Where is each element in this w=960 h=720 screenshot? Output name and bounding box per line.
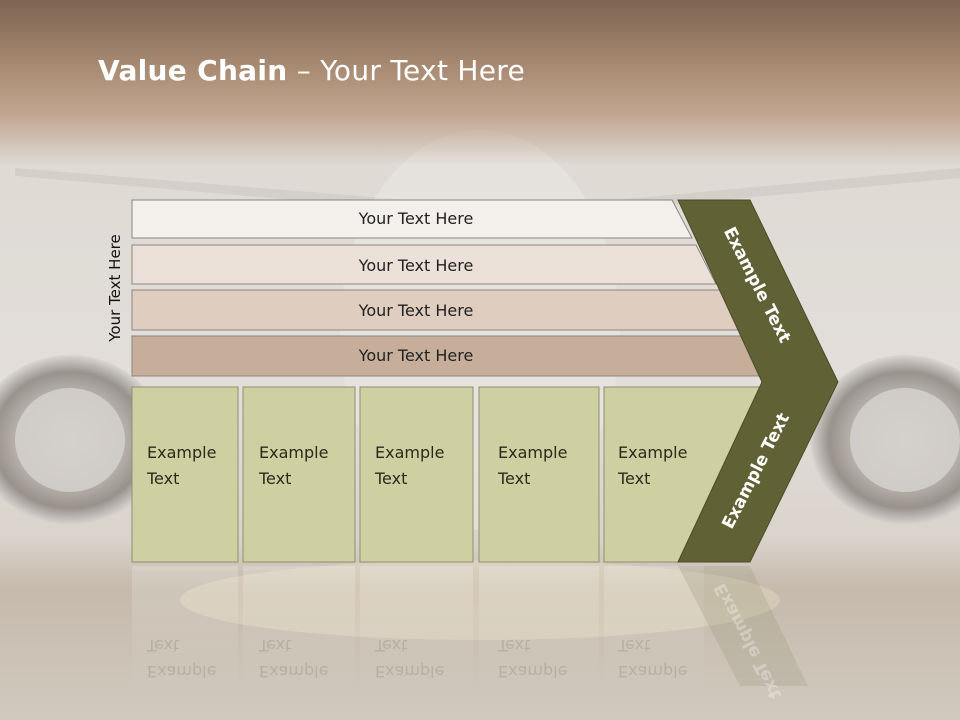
reflection-line1: Example [375,662,445,681]
slide-title: Value Chain – Your Text Here [98,54,525,87]
title-bold: Value Chain [98,54,288,87]
cell-label-line1: Example [498,443,568,462]
margin-chevron [677,199,839,563]
cell-label-line1: Example [147,443,217,462]
row-bar [131,244,717,285]
cell-label: Example Text [618,440,687,492]
cell-label-line1: Example [259,443,329,462]
reflection-line2: Text [259,636,292,655]
activity-cell [359,386,474,563]
cell-label: Example Text [147,440,216,492]
activity-cell [131,386,239,563]
cell-label-line2: Text [618,469,651,488]
activity-cell [478,386,600,563]
cell-label-line1: Example [375,443,445,462]
cell-label-reflection: Example Text [618,632,687,684]
reflection-line1: Example [147,662,217,681]
reflection-line2: Text [147,636,180,655]
cell-label-reflection: Example Text [375,632,444,684]
title-band [0,0,960,165]
reflection-line2: Text [618,636,651,655]
row-label: Your Text Here [358,256,474,275]
reflection-line1: Example [498,662,568,681]
reflection-line1: Example [259,662,329,681]
cell-label: Example Text [498,440,567,492]
cell-label-line2: Text [259,469,292,488]
cell-label-line2: Text [147,469,180,488]
cell-label-reflection: Example Text [498,632,567,684]
row-label: Your Text Here [358,301,474,320]
cell-label-line2: Text [375,469,408,488]
diagram-reflection [132,566,808,686]
reflection-line2: Text [375,636,408,655]
row-label: Your Text Here [358,346,474,365]
cell-label: Example Text [375,440,444,492]
reflection-line2: Text [498,636,531,655]
cell-label-line2: Text [498,469,531,488]
row-label: Your Text Here [358,209,474,228]
activity-cell [242,386,356,563]
row-bar [131,199,693,239]
title-rest: – Your Text Here [287,54,526,87]
cell-label: Example Text [259,440,328,492]
cell-label-reflection: Example Text [259,632,328,684]
cell-label-line1: Example [618,443,688,462]
cell-label-reflection: Example Text [147,632,216,684]
reflection-line1: Example [618,662,688,681]
